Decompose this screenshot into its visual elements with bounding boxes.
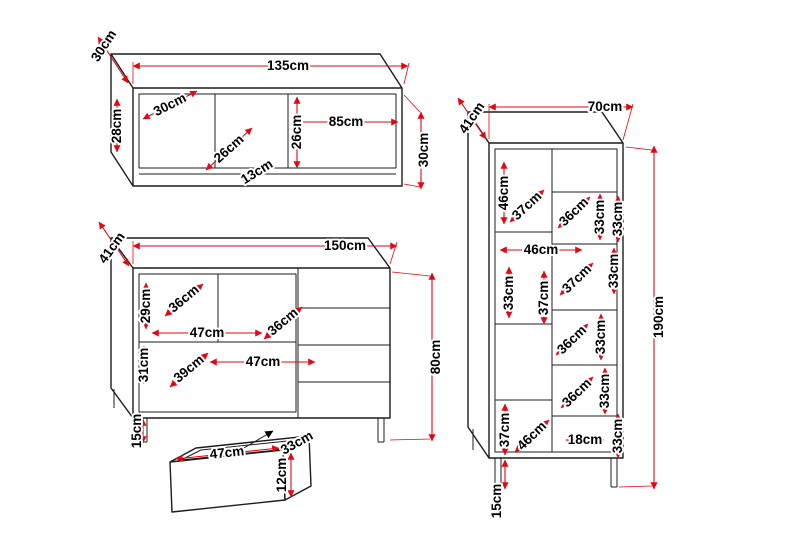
ext-line (389, 241, 398, 265)
ext-line (625, 146, 653, 151)
dim-line (242, 162, 273, 182)
dim-label: 37cm (536, 281, 551, 316)
dim-line (98, 221, 130, 267)
dim-label: 15cm (489, 484, 504, 519)
dim-label: 33cm (593, 320, 608, 355)
tall-cabinet: 70cm 41cm 190cm 46cm 37cm 36cm 33cm 33cm… (454, 97, 668, 520)
sideboard-outline (110, 237, 391, 419)
dim-label: 135cm (267, 58, 309, 73)
dim-label: 70cm (588, 99, 623, 114)
ext-line (622, 103, 634, 141)
dim-line (164, 283, 204, 317)
dim-label: 46cm (524, 242, 559, 257)
dim-line (286, 436, 309, 450)
dim-label: 33cm (597, 374, 612, 409)
dim-label: 47cm (246, 354, 281, 369)
dim-label: 46cm (496, 176, 511, 211)
dim-line (205, 127, 253, 171)
dim-line (509, 189, 545, 223)
dim-line (514, 419, 550, 453)
dim-label: 18cm (568, 432, 603, 447)
dim-label: 85cm (329, 114, 364, 129)
ext-line (389, 438, 431, 441)
ext-line (391, 271, 431, 277)
ext-line (403, 94, 421, 113)
dim-line (169, 352, 209, 388)
dim-line (457, 97, 487, 140)
tv-unit: 135cm 30cm 30cm 30cm 28cm 26cm 26cm 85cm… (86, 25, 433, 190)
dim-label: 80cm (428, 340, 443, 375)
ext-line (618, 485, 653, 488)
dim-line (175, 445, 280, 462)
sideboard: 150cm 41cm 80cm 29cm 36cm 47cm 36cm 31cm… (93, 221, 445, 450)
dim-label: 33cm (501, 276, 516, 311)
dim-line (97, 36, 129, 84)
dim-line (555, 323, 589, 356)
dim-label: 190cm (651, 296, 666, 338)
tv-unit-outline (110, 53, 403, 187)
dim-label: 12cm (274, 458, 289, 493)
dim-label: 33cm (606, 254, 621, 289)
dim-line (559, 262, 594, 296)
dim-label: 37cm (497, 413, 512, 448)
ext-line (403, 183, 421, 188)
dim-label: 26cm (289, 115, 304, 150)
dim-line (560, 376, 594, 409)
dim-label: 33cm (592, 200, 607, 235)
dim-label: 47cm (209, 443, 245, 462)
drawer-detail: 47cm 33cm 12cm (169, 426, 317, 513)
dim-line (557, 196, 591, 229)
dim-label: 30cm (416, 133, 431, 168)
dim-label: 28cm (109, 109, 124, 144)
sideboard-interior (138, 268, 390, 418)
dim-label: 150cm (324, 238, 366, 253)
dim-label: 33cm (610, 419, 625, 454)
dim-label: 33cm (610, 202, 625, 237)
dim-label: 29cm (138, 289, 153, 324)
dim-line (142, 90, 198, 120)
dim-label: 15cm (129, 414, 144, 449)
cabinet-legs (472, 429, 618, 488)
dim-label: 47cm (190, 325, 225, 340)
dim-line (263, 306, 303, 340)
dim-label: 31cm (136, 348, 151, 383)
